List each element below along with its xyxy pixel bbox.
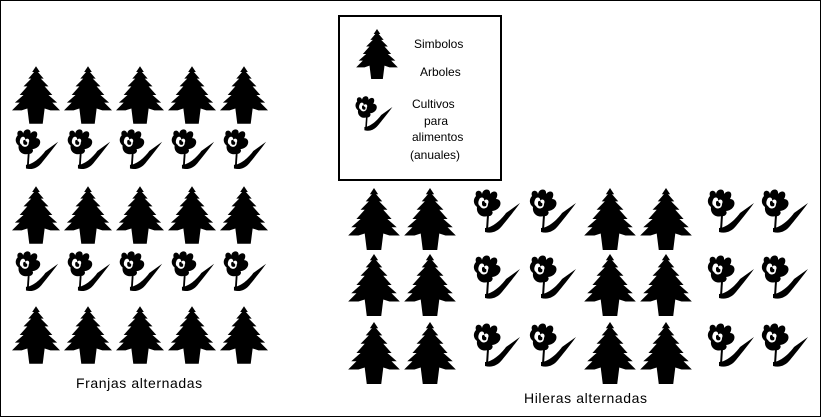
legend-title: Simbolos [414,37,464,51]
crop-plant-icon [528,322,578,372]
crop-plant-icon [66,128,112,174]
caption-hileras-alternadas: Hileras alternadas [524,390,648,406]
crop-plant-icon [14,250,60,296]
tree-icon [220,306,268,364]
crop-plant-icon [66,250,112,296]
tree-icon [584,322,636,384]
tree-icon [220,186,268,244]
tree-icon [404,254,456,316]
crop-plant-icon [706,188,756,238]
tree-icon [348,322,400,384]
tree-icon [168,306,216,364]
tree-icon [640,188,692,250]
tree-icon [116,186,164,244]
tree-icon [168,186,216,244]
crop-plant-icon [222,128,268,174]
tree-icon [64,186,112,244]
crop-plant-icon [472,254,522,304]
crop-plant-icon [472,322,522,372]
tree-icon [168,66,216,124]
crop-plant-icon [760,254,810,304]
crop-plant-icon [472,188,522,238]
crop-plant-icon [760,322,810,372]
crop-plant-icon [118,250,164,296]
tree-icon [348,254,400,316]
tree-icon [640,322,692,384]
crop-plant-icon [528,188,578,238]
crop-plant-icon [706,322,756,372]
caption-franjas-alternadas: Franjas alternadas [76,375,203,391]
tree-icon [584,188,636,250]
crop-plant-icon [170,128,216,174]
legend-crop-line-3: alimentos [412,130,464,144]
legend-crop-line-2: para [424,114,449,128]
tree-icon [116,66,164,124]
crop-plant-icon [706,254,756,304]
crop-plant-icon [760,188,810,238]
legend-crop-line-4: (anuales) [410,148,461,162]
tree-icon [404,188,456,250]
crop-plant-icon [528,254,578,304]
tree-icon [64,306,112,364]
tree-icon [12,306,60,364]
tree-icon [12,66,60,124]
tree-icon [404,322,456,384]
tree-icon [584,254,636,316]
legend-box: Simbolos Arboles Cultivos para alimentos… [338,15,502,181]
legend-tree-label: Arboles [420,65,461,79]
tree-icon [348,188,400,250]
tree-icon [12,186,60,244]
crop-plant-icon [222,250,268,296]
crop-plant-icon [170,250,216,296]
tree-icon [220,66,268,124]
legend-crop-line-1: Cultivos [412,97,455,111]
crop-plant-icon [14,128,60,174]
tree-icon [116,306,164,364]
crop-plant-icon [354,95,394,135]
tree-icon [640,254,692,316]
crop-plant-icon [118,128,164,174]
tree-icon [352,29,402,79]
tree-icon [64,66,112,124]
